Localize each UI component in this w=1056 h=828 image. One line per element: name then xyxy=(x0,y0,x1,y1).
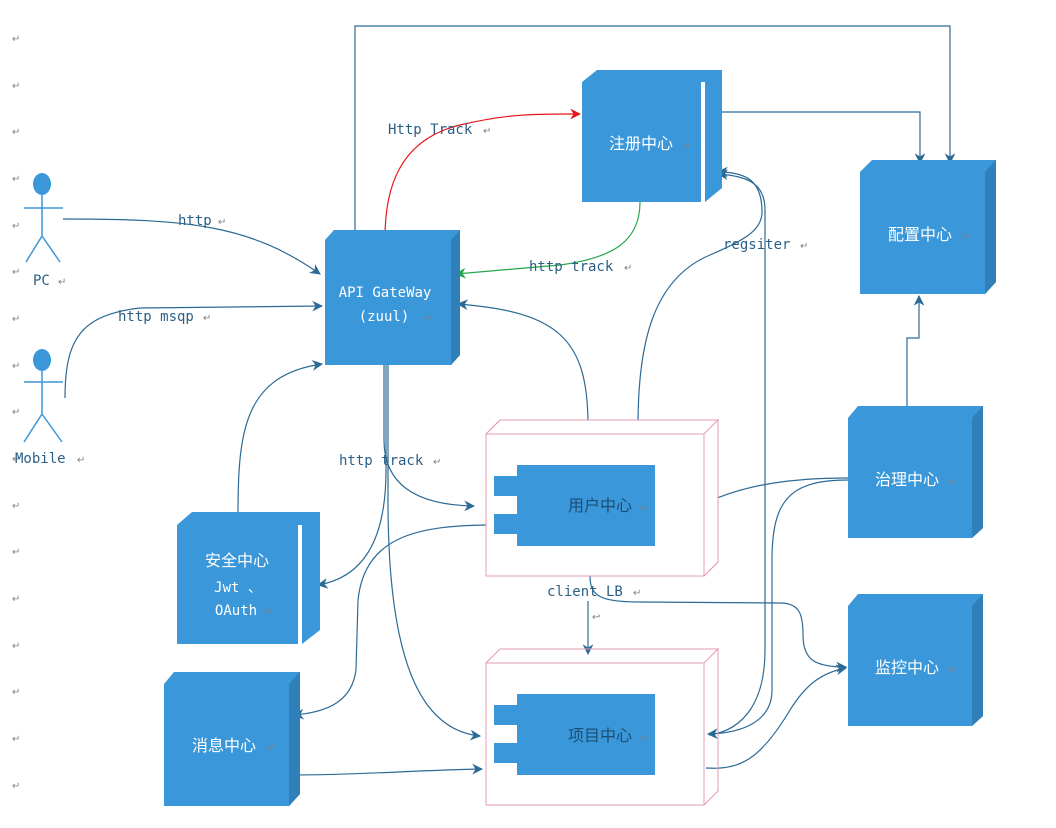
paragraph-mark: ↵ xyxy=(433,457,441,468)
edge-message-project xyxy=(293,763,484,776)
actor-body xyxy=(23,371,63,443)
node-api-gateway[interactable]: API GateWay (zuul) ↵ xyxy=(325,230,460,365)
node-user[interactable]: 用户中心 ↵ xyxy=(485,418,720,577)
node-api-gateway-title: API GateWay xyxy=(339,285,432,301)
actor-pc-label: PC xyxy=(33,273,50,289)
edge-gateway-security xyxy=(316,365,387,589)
paragraph-mark: ↵ xyxy=(12,501,20,512)
actor-head xyxy=(33,173,51,195)
edge-label-http-msqp: http msqp xyxy=(118,309,194,325)
actor-pc: PC ↵ xyxy=(24,173,66,289)
edge-user-monitor xyxy=(589,575,848,673)
edge-mobile-gateway xyxy=(64,300,324,399)
node-message-label: 消息中心 xyxy=(192,736,256,755)
paragraph-mark: ↵ xyxy=(12,221,20,232)
paragraph-mark: ↵ xyxy=(624,263,632,274)
node-api-gateway-subtitle: (zuul) xyxy=(359,309,410,325)
edge-project-monitor xyxy=(705,664,848,769)
edge-governance-config xyxy=(906,294,925,410)
paragraph-mark: ↵ xyxy=(641,503,649,514)
edge-security-gateway xyxy=(237,360,324,514)
paragraph-mark: ↵ xyxy=(12,174,20,185)
paragraph-mark: ↵ xyxy=(12,127,20,138)
paragraph-mark: ↵ xyxy=(12,81,20,92)
actor-mobile-label: Mobile xyxy=(15,451,66,467)
paragraph-mark: ↵ xyxy=(633,588,641,599)
node-security-title: 安全中心 xyxy=(205,551,269,570)
node-project[interactable]: 项目中心 ↵ xyxy=(485,647,720,806)
paragraph-mark: ↵ xyxy=(12,734,20,745)
paragraph-mark: ↵ xyxy=(425,313,433,324)
node-config[interactable]: 配置中心 ↵ xyxy=(860,160,996,294)
paragraph-mark: ↵ xyxy=(12,454,20,465)
paragraph-mark: ↵ xyxy=(58,277,66,288)
paragraph-mark: ↵ xyxy=(962,232,970,243)
edge-project-registry xyxy=(708,169,766,736)
paragraph-mark: ↵ xyxy=(641,733,649,744)
node-governance-label: 治理中心 xyxy=(875,470,939,489)
edge-gateway-config-loop xyxy=(354,25,956,230)
connectors xyxy=(62,25,956,776)
node-monitor[interactable]: 监控中心 ↵ xyxy=(848,594,983,726)
edge-registry-config xyxy=(722,111,926,165)
edge-label-regsiter: regsiter xyxy=(723,237,790,253)
paragraph-mark: ↵ xyxy=(264,607,272,618)
edge-label-http-track-down: http track xyxy=(339,453,424,469)
edge-user-gateway xyxy=(456,299,589,427)
paragraph-mark: ↵ xyxy=(683,141,691,152)
node-governance[interactable]: 治理中心 ↵ xyxy=(848,406,983,538)
actor-head xyxy=(33,349,51,371)
node-security-jwt: Jwt 、 xyxy=(214,580,262,596)
paragraph-mark: ↵ xyxy=(12,267,20,278)
node-registry-label: 注册中心 xyxy=(609,134,673,153)
paragraph-mark: ↩ xyxy=(592,612,600,623)
edge-label-http-track-red: Http Track xyxy=(388,122,473,138)
paragraph-mark: ↵ xyxy=(12,687,20,698)
paragraph-mark: ↵ xyxy=(203,313,211,324)
node-monitor-label: 监控中心 xyxy=(875,658,939,677)
paragraph-mark: ↵ xyxy=(266,743,274,754)
paragraph-mark: ↵ xyxy=(948,665,956,676)
paragraph-mark: ↵ xyxy=(12,781,20,792)
paragraph-mark: ↵ xyxy=(218,217,226,228)
node-project-label: 项目中心 xyxy=(568,726,632,745)
paragraph-mark: ↵ xyxy=(12,34,20,45)
edge-registry-gateway-green xyxy=(454,201,641,279)
node-security-oauth: OAuth xyxy=(215,603,257,619)
edge-gateway-project xyxy=(387,365,482,741)
edge-pc-gateway xyxy=(62,218,321,275)
edge-label-http-track-green: http track xyxy=(529,259,614,275)
paragraph-marks: ↵ ↵ ↵ ↵ ↵ ↵ ↵ ↵ ↵ ↵ ↵ ↵ ↵ ↵ ↵ ↵ ↵ xyxy=(12,34,20,792)
paragraph-mark: ↵ xyxy=(12,314,20,325)
node-config-label: 配置中心 xyxy=(888,225,952,244)
paragraph-mark: ↵ xyxy=(77,455,85,466)
edge-governance-project xyxy=(706,479,849,740)
paragraph-mark: ↵ xyxy=(12,641,20,652)
node-registry[interactable]: 注册中心 ↵ xyxy=(582,70,722,202)
edge-gateway-user xyxy=(383,365,476,512)
node-message[interactable]: 消息中心 ↵ xyxy=(164,672,300,806)
edge-label-http: http xyxy=(178,213,212,229)
paragraph-mark: ↵ xyxy=(12,361,20,372)
edge-label-client-lb: client LB xyxy=(547,584,623,600)
edge-gateway-registry-red xyxy=(384,108,582,239)
paragraph-mark: ↵ xyxy=(12,407,20,418)
actor-body xyxy=(24,195,63,263)
edge-user-registry xyxy=(637,166,763,427)
node-user-label: 用户中心 xyxy=(568,496,632,515)
paragraph-mark: ↵ xyxy=(800,241,808,252)
paragraph-mark: ↵ xyxy=(483,126,491,137)
edge-labels: http ↵ http msqp ↵ Http Track ↵ http tra… xyxy=(118,122,808,623)
paragraph-mark: ↵ xyxy=(948,477,956,488)
paragraph-mark: ↵ xyxy=(12,547,20,558)
node-security[interactable]: 安全中心 Jwt 、 OAuth ↵ xyxy=(177,512,320,644)
edge-user-message xyxy=(292,524,495,720)
edge-governance-user xyxy=(707,477,849,503)
paragraph-mark: ↵ xyxy=(12,594,20,605)
actor-mobile: Mobile ↵ xyxy=(15,349,85,467)
